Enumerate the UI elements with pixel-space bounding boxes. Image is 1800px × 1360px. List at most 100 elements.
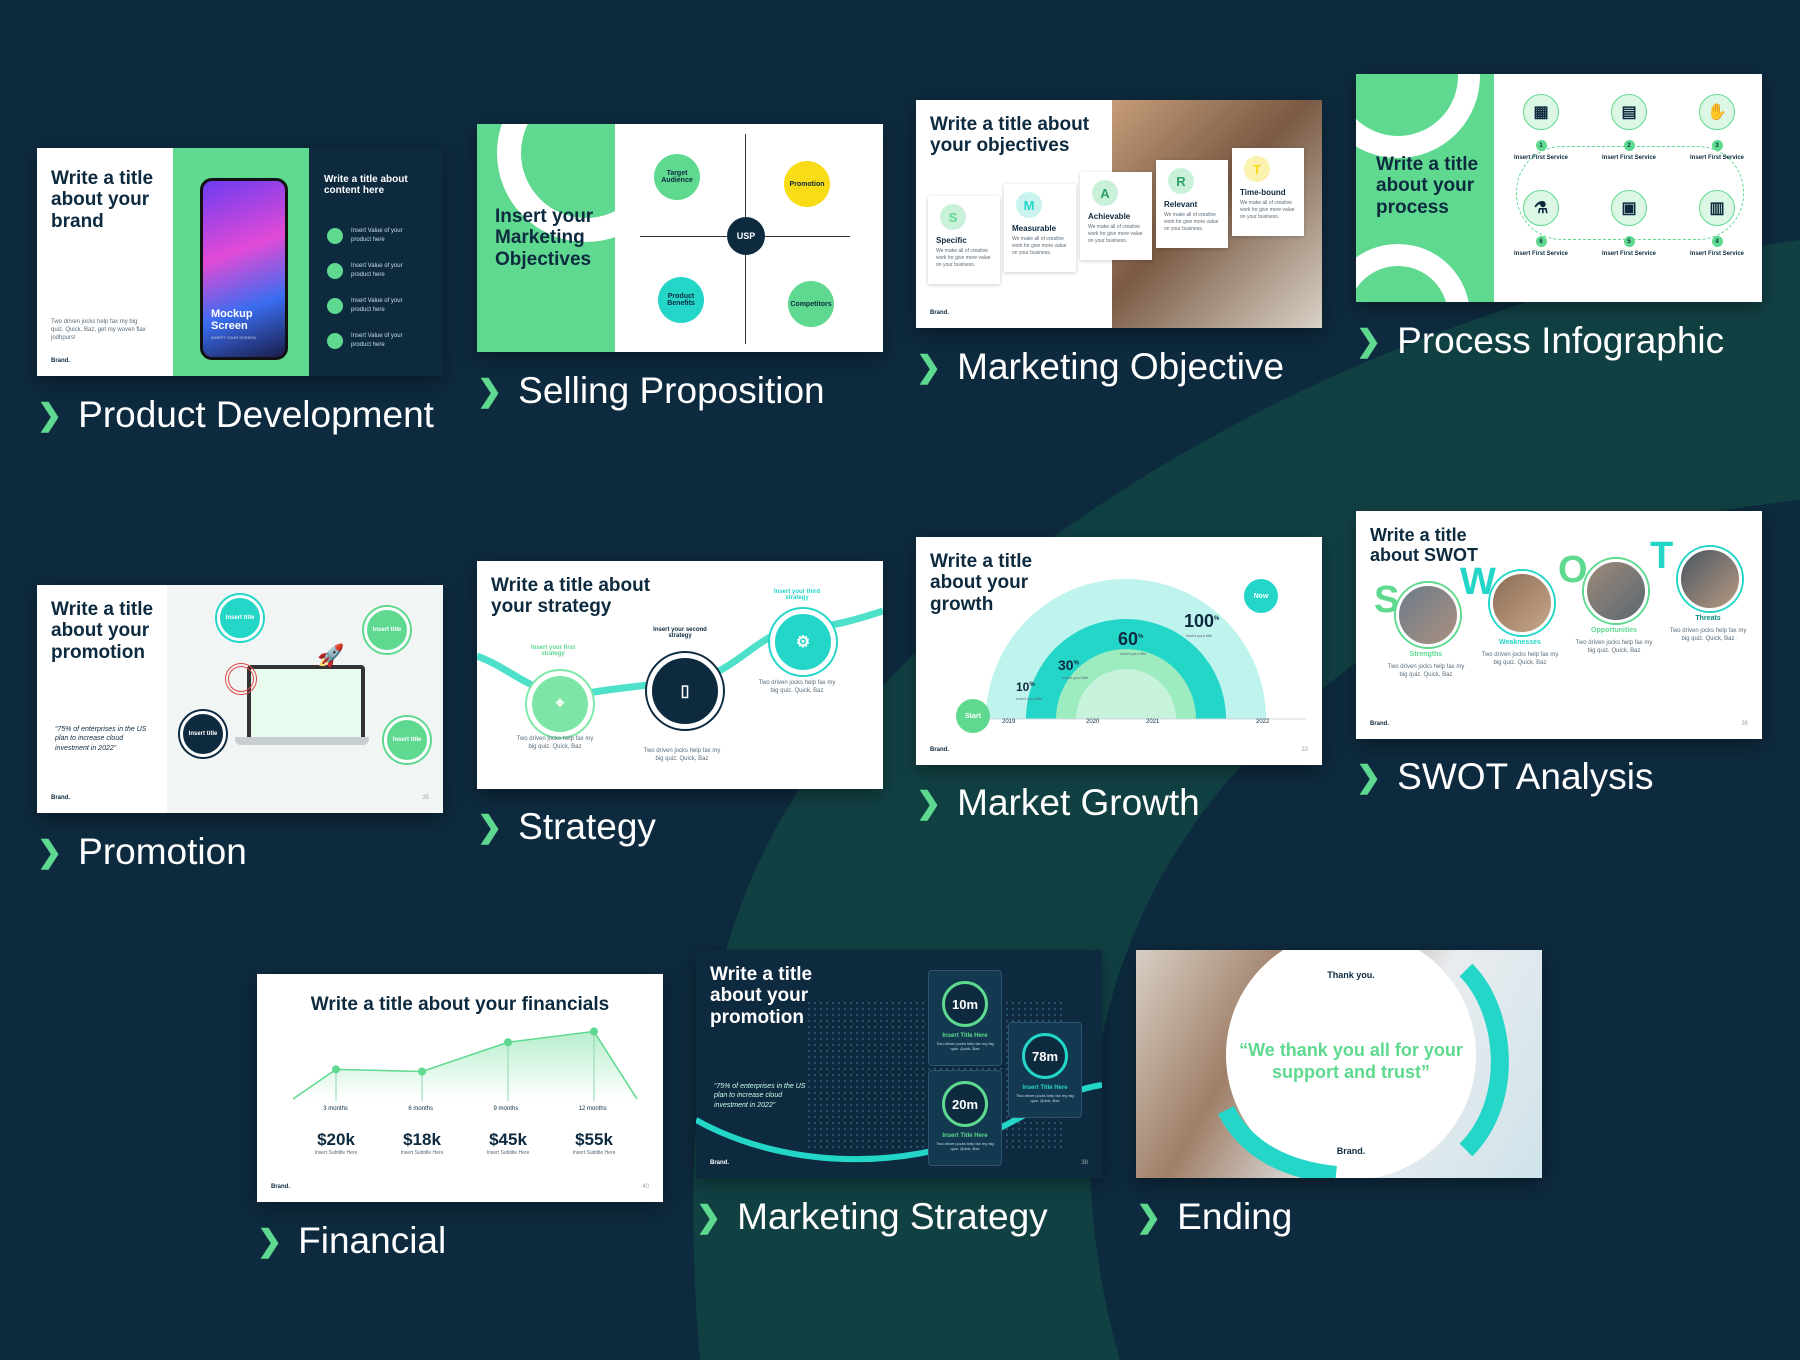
smart-card: T Time-bound We make all of creative wor… (1232, 148, 1304, 236)
third-strategy-label: Insert your third strategy (773, 589, 820, 601)
step-label: Insert First Service (1513, 251, 1569, 257)
page-number: 33 (1301, 747, 1308, 753)
step-number: 6 (1535, 236, 1547, 247)
slide-process-infographic[interactable]: Write a title about your process ▦ 1 Ins… (1356, 74, 1762, 302)
step-label: Insert First Service (1689, 155, 1745, 161)
smart-body: We make all of creative work for give mo… (1012, 236, 1067, 256)
slide-title: Write a title about your growth (930, 551, 1033, 615)
brand-label: Brand. (51, 358, 71, 364)
step-label: Insert First Service (1513, 155, 1569, 161)
insert-title-bubble: Insert title (180, 711, 226, 757)
check-icon (327, 227, 343, 244)
thanks-label: Thank you. (1327, 970, 1375, 980)
process-flow: ▦ 1 Insert First Service ▤ 2 Insert Firs… (1504, 94, 1754, 284)
value-sublabel: Insert your title (1120, 651, 1147, 656)
financial-value: $20k (317, 1130, 355, 1149)
slide-selling-proposition[interactable]: Insert your Marketing Objectives USP Tar… (477, 124, 883, 352)
quote: “75% of enterprises in the US plan to in… (55, 726, 147, 752)
value-sublabel: Insert your title (1016, 696, 1043, 701)
page-number: 40 (642, 1184, 649, 1190)
start-badge: Start (956, 699, 990, 733)
smart-label: Time-bound (1240, 188, 1286, 197)
slide-body: Two driven jocks help fax my big quiz. Q… (51, 319, 146, 342)
financial-point (590, 1027, 598, 1036)
strategy-body: Two driven jocks help fax my big quiz. Q… (516, 736, 594, 751)
phone-sublabel: INSERT YOUR SCREEN (211, 335, 256, 340)
brand-label: Brand. (271, 1184, 291, 1190)
value-label: 30% (1058, 657, 1079, 673)
web-icon: ⚙ (770, 609, 836, 675)
step-label: Insert First Service (1601, 155, 1657, 161)
step-number: 2 (1623, 140, 1635, 151)
slide-title: Write a title about your financials (310, 994, 610, 1015)
slide-promotion[interactable]: Write a title about your promotion “75% … (37, 585, 443, 813)
slide-strategy[interactable]: Write a title about your strategy Insert… (477, 561, 883, 789)
financial-value: $55k (575, 1130, 613, 1149)
smart-body: We make all of creative work for give mo… (936, 248, 991, 268)
service-icon: ▦ (1523, 94, 1559, 130)
side-title: Write a title about content here (324, 174, 408, 197)
slide-title: Write a title about your promotion (51, 599, 154, 663)
smart-card: M Measurable We make all of creative wor… (1004, 184, 1076, 272)
swot-label: Strengths (1409, 651, 1443, 658)
swot-photo (1396, 583, 1460, 647)
process-step: ▤ 2 Insert First Service (1592, 94, 1666, 161)
now-badge: Now (1244, 579, 1278, 613)
swot-letter: O (1558, 549, 1588, 591)
caption-selling-proposition: ❯Selling Proposition (477, 370, 825, 411)
page-number: 36 (1741, 721, 1748, 727)
accent-arc (1217, 963, 1509, 1178)
slide-ending[interactable]: Thank you. “We thank you all for your su… (1136, 950, 1542, 1178)
process-step: ▣ 5 Insert First Service (1592, 190, 1666, 257)
step-label: Insert First Service (1689, 251, 1745, 257)
first-strategy-label: Insert your first strategy (530, 645, 575, 657)
swot-body: Two driven jocks help fax my big quiz. Q… (1575, 640, 1653, 655)
financial-chart (292, 1027, 638, 1101)
financial-value: $18k (403, 1130, 441, 1149)
smart-body: We make all of creative work for give mo… (1164, 212, 1219, 232)
stat-title: Insert Title Here (942, 1033, 988, 1039)
quote: “75% of enterprises in the US plan to in… (714, 1083, 806, 1109)
insert-title-bubble: Insert title (384, 717, 430, 763)
stat-card: 20m Insert Title Here Two driven jocks h… (928, 1070, 1002, 1166)
period-label: 12 months (578, 1106, 607, 1112)
location-icon: ⌖ (527, 671, 593, 737)
swot-letter: T (1650, 535, 1674, 577)
slide-financial[interactable]: Write a title about your financials 3 mo… (257, 974, 663, 1202)
strategy-body: Two driven jocks help fax my big quiz. Q… (643, 748, 721, 763)
chevron-right-icon: ❯ (1356, 324, 1382, 358)
swot-letter: W (1460, 561, 1496, 603)
financial-point (504, 1038, 512, 1047)
stat-value: 10m (942, 981, 988, 1027)
swot-photo (1490, 571, 1554, 635)
smart-label: Measurable (1012, 224, 1057, 233)
swot-label: Opportunities (1591, 627, 1637, 634)
brand-label: Brand. (51, 795, 71, 801)
brand-label: Brand. (1370, 721, 1390, 727)
product-benefits-node: Product Benefits (658, 277, 704, 323)
chevron-right-icon: ❯ (916, 350, 942, 384)
slide-market-growth[interactable]: Write a title about your growth Start No… (916, 537, 1322, 765)
caption-ending: ❯Ending (1136, 1196, 1293, 1237)
chevron-right-icon: ❯ (1136, 1200, 1162, 1234)
financial-point (332, 1065, 340, 1074)
strategy-body: Two driven jocks help fax my big quiz. Q… (758, 680, 836, 695)
value-sublabel: Insert your title (1186, 633, 1213, 638)
value-label: 60% (1118, 629, 1144, 649)
year-label: 2021 (1146, 719, 1160, 725)
smart-label: Relevant (1164, 200, 1198, 209)
slide-swot[interactable]: Write a title about SWOT S Strengths Two… (1356, 511, 1762, 739)
slide-product-development[interactable]: Write a title about your brand Two drive… (37, 148, 443, 376)
chevron-right-icon: ❯ (477, 810, 503, 844)
slide-marketing-strategy[interactable]: Write a title about your promotion “75% … (696, 950, 1102, 1178)
brand-label: Brand. (710, 1160, 730, 1166)
slide-marketing-objective[interactable]: Write a title about your objectives S Sp… (916, 100, 1322, 328)
value-item: Insert Value of your product here (327, 288, 437, 323)
period-label: 9 months (493, 1106, 519, 1112)
chevron-right-icon: ❯ (477, 374, 503, 408)
caption-strategy: ❯Strategy (477, 806, 656, 847)
caption-promotion: ❯Promotion (37, 831, 247, 872)
value-sublabel: Insert your title (1062, 675, 1089, 680)
closing-quote: “We thank you all for your support and t… (1239, 1040, 1463, 1082)
